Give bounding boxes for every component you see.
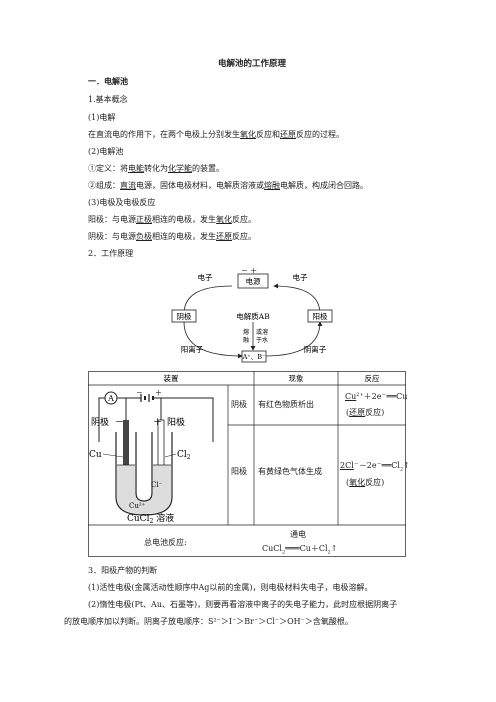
electrolyte-label: 电解质AB xyxy=(236,311,270,321)
apparatus-anode-sign: ＋ xyxy=(153,417,162,428)
apparatus-anode-label: 阳极 xyxy=(167,416,185,428)
paragraph-cathode: 阴极：与电源负极相连的电极，发生还原反应。 xyxy=(88,232,256,241)
paragraph-cell-composition: ②组成：直流电源，固体电极材料，电解质溶液或熔融电解质，构成闭合回路。 xyxy=(88,181,368,190)
power-source-box xyxy=(237,273,269,289)
subheading-electrolysis: (1)电解 xyxy=(88,113,116,122)
anion-label: 阴离子 xyxy=(304,344,327,354)
subheading-basic-concepts: 1.基本概念 xyxy=(88,95,128,104)
paragraph-cell-definition: ①定义：将电能转化为化学能的装置。 xyxy=(88,164,224,173)
molten-label-2: 融 xyxy=(243,336,249,344)
apparatus-solution-label: CuCl2 溶液 xyxy=(127,512,174,525)
paragraph-discharge-order: 的放电顺序加以判断。阴离子放电顺序：S²⁻＞I⁻＞Br⁻＞Cl⁻＞OH⁻＞含氧酸… xyxy=(64,617,353,626)
header-phenomenon: 现象 xyxy=(289,373,304,383)
u-tube-inner xyxy=(135,432,153,502)
solution-fill xyxy=(117,465,171,514)
subheading-electrolytic-cell: (2)电解池 xyxy=(88,147,124,156)
battery-minus: － xyxy=(136,389,143,397)
cell-anode-type: (氧化反应) xyxy=(346,478,385,487)
power-signs: － ＋ xyxy=(241,267,257,275)
header-device: 装置 xyxy=(164,373,179,383)
paragraph-inert-electrode: (2)惰性电极(Pt、Au、石墨等)，则要再看溶液中离子的失电子能力，此时应根据… xyxy=(88,600,398,609)
anion-flow-arrow xyxy=(263,321,323,357)
dissolve-label-2: 于水 xyxy=(256,336,268,344)
wire-right xyxy=(169,397,214,442)
cathode-label: 阴极 xyxy=(177,311,192,321)
apparatus-cu-ion: Cu²⁺ xyxy=(129,502,146,510)
reaction-condition: 通电 xyxy=(290,530,306,539)
paragraph-electrolysis-definition: 在直流电的作用下，在两个电极上分别发生氧化反应和还原反应的过程。 xyxy=(88,130,344,139)
electrolysis-table: 装置 现象 反应 xyxy=(88,371,406,557)
apparatus-cl-ion: Cl⁻ xyxy=(151,481,163,489)
cathode-box xyxy=(171,309,197,323)
u-tube-apparatus: A － ＋ 阴极 － 阳极 ＋ Cu Cl2 Cl⁻ Cu²⁺ CuCl2 溶液 xyxy=(89,389,214,525)
ammeter-label: A xyxy=(107,394,114,403)
ammeter xyxy=(104,391,118,405)
battery-plus: ＋ xyxy=(155,389,162,397)
electron-flow-arrow-left xyxy=(181,285,233,315)
section-heading-electrolytic-cell: 一．电解池 xyxy=(88,76,128,86)
u-tube-outer xyxy=(115,432,173,516)
ion-label: A⁺、B⁻ xyxy=(242,353,266,361)
anode-label: 阳极 xyxy=(313,311,328,321)
electron-label-left: 电子 xyxy=(198,272,213,282)
cell-cathode-type: (还原反应) xyxy=(346,408,385,417)
cation-flow-arrow xyxy=(183,321,243,359)
page-title: 电解池的工作原理 xyxy=(218,59,287,69)
cell-anode-equation: 2Cl－－2e－══Cl2↑ xyxy=(340,461,410,473)
subheading-anode-product: 3．阳极产物的判断 xyxy=(88,566,158,575)
wire-left xyxy=(98,397,141,442)
total-reaction-equation: CuCl2═══Cu＋Cl2↑ xyxy=(262,544,338,556)
molten-label-1: 熔 xyxy=(243,328,249,336)
working-principle-diagram: － ＋ 电源 电子 电子 阴极 阳极 电解质AB 熔 融 或溶 于水 A⁺、B⁻… xyxy=(171,267,333,363)
power-source-label: 电源 xyxy=(246,276,261,286)
table-grid xyxy=(88,371,406,557)
cell-cathode-equation: Cu2+＋2e－══Cu xyxy=(345,392,408,401)
apparatus-cl2-label: Cl2 xyxy=(177,450,191,461)
header-reaction: 反应 xyxy=(365,373,380,383)
cell-cathode-phenomenon: 有红色物质析出 xyxy=(258,400,314,409)
ion-box xyxy=(241,350,267,363)
cell-anode-phenomenon: 有黄绿色气体生成 xyxy=(258,467,322,476)
paragraph-active-electrode: (1)活性电极(金属活动性顺序中Ag以前的金属)，则电极材料失电子，电极溶解。 xyxy=(88,583,373,592)
apparatus-cathode-label: 阴极 xyxy=(91,416,109,428)
subheading-electrode-reactions: (3)电极及电极反应 xyxy=(88,198,156,207)
total-reaction-label: 总电池反应: xyxy=(144,538,187,547)
cation-label: 阳离子 xyxy=(181,344,204,354)
paragraph-anode: 阳极：与电源正极相连的电极，发生氧化反应。 xyxy=(88,215,256,224)
electron-label-right: 电子 xyxy=(293,272,308,282)
cathode-rod xyxy=(123,420,129,488)
cell-anode: 阳极 xyxy=(231,467,247,476)
dissolve-label-1: 或溶 xyxy=(256,328,268,336)
cell-cathode: 阴极 xyxy=(231,400,247,409)
subheading-working-principle: 2．工作原理 xyxy=(88,249,134,258)
electron-flow-arrow-right xyxy=(273,283,321,315)
apparatus-cathode-sign: － xyxy=(115,418,124,428)
anode-box xyxy=(307,309,333,323)
apparatus-cu-label: Cu xyxy=(89,450,102,460)
